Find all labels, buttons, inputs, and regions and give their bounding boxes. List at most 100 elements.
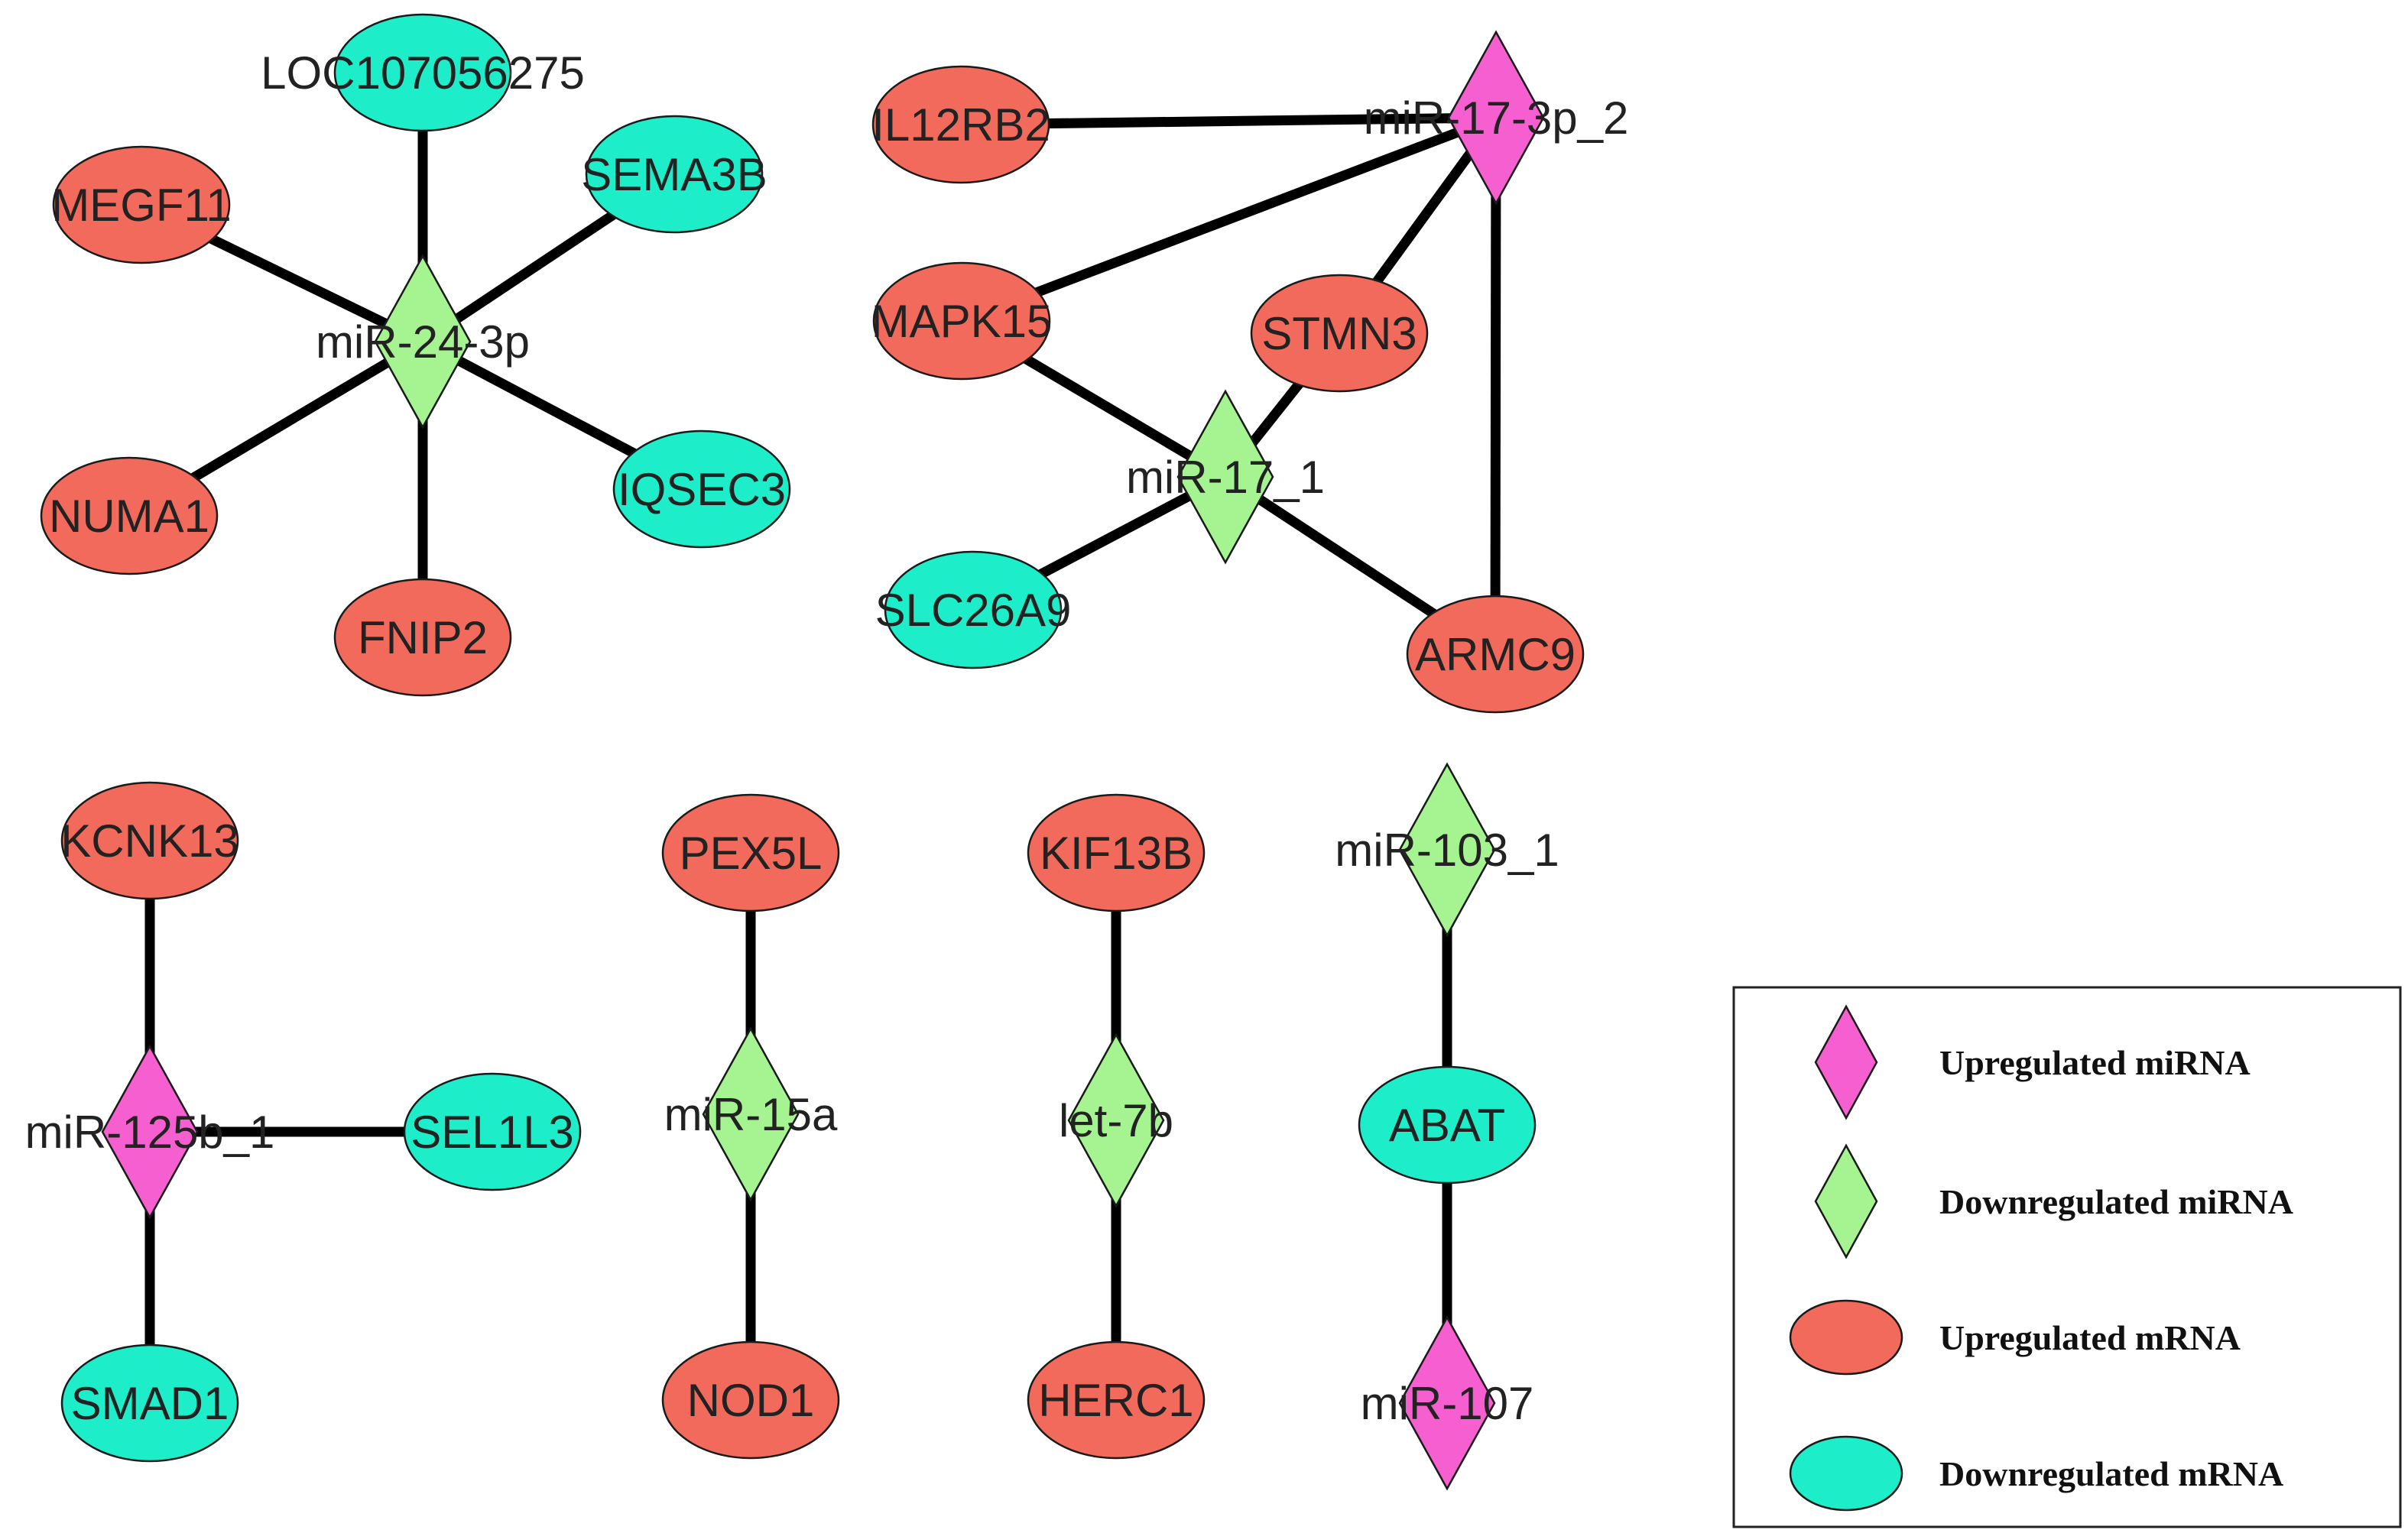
node-label: SEL1L3 [411,1107,574,1158]
legend-item-upregulated-mrna: Upregulated mRNA [1789,1299,2241,1376]
edge-mir-17-3p-2-il12rb2 [960,112,1497,130]
downregulated-mirna-diamond [1398,762,1496,938]
node-sema3b[interactable]: SEMA3B [581,115,768,234]
node-label: miR-107 [1361,1378,1534,1429]
upregulated-mrna-ellipse [40,456,219,575]
node-label: IL12RB2 [871,99,1050,151]
node-pex5l[interactable]: PEX5L [661,793,840,912]
node-label: MAPK15 [871,296,1053,347]
upregulated-mrna-ellipse [1250,274,1429,393]
node-label: let-7b [1059,1095,1173,1146]
upregulated-mirna-diamond [101,1044,199,1220]
upregulated-mrna-ellipse [52,145,231,264]
node-label: ABAT [1389,1100,1505,1151]
node-mir-24-3p[interactable]: miR-24-3p [316,254,530,429]
downregulated-mrna-ellipse [333,13,512,132]
node-label: KIF13B [1040,828,1193,879]
downregulated-mirna-diamond [1176,389,1274,565]
node-label: SEMA3B [581,149,767,200]
legend-label: Downregulated mRNA [1939,1454,2283,1493]
edge-mir-17-3p-2-armc9 [1490,117,1501,655]
node-label: FNIP2 [358,612,488,663]
legend-item-downregulated-mrna: Downregulated mRNA [1789,1435,2283,1512]
node-mir-15a[interactable]: miR-15a [664,1026,838,1202]
node-sel1l3[interactable]: SEL1L3 [403,1072,582,1191]
node-label: LOC107056275 [261,47,585,99]
node-fnip2[interactable]: FNIP2 [333,578,512,697]
edges-layer [126,73,1501,1403]
upregulated-mrna-ellipse [1406,595,1585,714]
node-herc1[interactable]: HERC1 [1027,1340,1206,1460]
node-abat[interactable]: ABAT [1358,1065,1537,1185]
legend-item-upregulated-mirna: Upregulated miRNA [1814,1004,2251,1120]
node-nod1[interactable]: NOD1 [661,1340,840,1460]
node-label: NUMA1 [49,491,209,542]
node-mapk15[interactable]: MAPK15 [871,261,1053,381]
legend-label: Upregulated miRNA [1939,1043,2251,1082]
upregulated-mrna-ellipse [1027,1340,1206,1460]
node-mir-103-1[interactable]: miR-103_1 [1335,762,1559,938]
legend-label: Downregulated miRNA [1939,1182,2293,1221]
node-mir-17-1[interactable]: miR-17_1 [1126,389,1325,565]
node-label: ARMC9 [1415,629,1576,680]
node-smad1[interactable]: SMAD1 [60,1343,239,1463]
node-label: miR-17_1 [1126,452,1325,503]
downregulated-mrna-ellipse [403,1072,582,1191]
legend-diamond [1814,1004,1878,1120]
node-label: IQSEC3 [618,464,786,515]
upregulated-mrna-ellipse [1027,793,1206,912]
node-label: NOD1 [687,1375,815,1426]
node-label: STMN3 [1261,308,1417,359]
node-label: PEX5L [680,828,823,879]
node-kcnk13[interactable]: KCNK13 [60,781,239,900]
legend-label: Upregulated mRNA [1939,1318,2241,1357]
node-label: miR-17-3p_2 [1364,92,1629,144]
downregulated-mrna-ellipse [585,115,764,234]
node-numa1[interactable]: NUMA1 [40,456,219,575]
legend-diamond [1814,1143,1878,1259]
legend-ellipse [1789,1299,1903,1376]
node-label: miR-24-3p [316,316,530,368]
node-slc26a9[interactable]: SLC26A9 [875,550,1072,669]
node-mir-125b-1[interactable]: miR-125b_1 [25,1044,275,1220]
downregulated-mrna-ellipse [612,429,791,549]
upregulated-mrna-ellipse [60,781,239,900]
edge-mir-17-3p-2-mapk15 [959,112,1498,326]
node-armc9[interactable]: ARMC9 [1406,595,1585,714]
node-label: KCNK13 [60,815,239,867]
downregulated-mirna-diamond [1067,1032,1165,1208]
downregulated-mirna-diamond [374,254,472,429]
legend: Upregulated miRNA Downregulated miRNA Upre… [1732,986,2402,1528]
legend-items: Upregulated miRNA Downregulated miRNA Upre… [1789,1004,2293,1512]
downregulated-mrna-ellipse [1358,1065,1537,1185]
upregulated-mirna-diamond [1447,30,1545,206]
node-stmn3[interactable]: STMN3 [1250,274,1429,393]
downregulated-mirna-diamond [702,1026,800,1202]
node-loc107056275[interactable]: LOC107056275 [261,13,585,132]
node-let-7b[interactable]: let-7b [1059,1032,1173,1208]
downregulated-mrna-ellipse [884,550,1063,669]
upregulated-mirna-diamond [1398,1315,1496,1491]
upregulated-mrna-ellipse [871,65,1050,184]
upregulated-mrna-ellipse [872,261,1051,381]
downregulated-mrna-ellipse [60,1343,239,1463]
upregulated-mrna-ellipse [661,793,840,912]
upregulated-mrna-ellipse [333,578,512,697]
node-kif13b[interactable]: KIF13B [1027,793,1206,912]
node-label: miR-103_1 [1335,825,1559,876]
node-label: miR-125b_1 [25,1107,275,1158]
node-label: MEGF11 [51,180,232,231]
node-iqsec3[interactable]: IQSEC3 [612,429,791,549]
upregulated-mrna-ellipse [661,1340,840,1460]
node-label: miR-15a [664,1089,838,1140]
node-label: SMAD1 [71,1378,229,1429]
node-mir-17-3p-2[interactable]: miR-17-3p_2 [1364,30,1629,206]
node-mir-107[interactable]: miR-107 [1361,1315,1534,1491]
node-megf11[interactable]: MEGF11 [51,145,232,264]
node-il12rb2[interactable]: IL12RB2 [871,65,1050,184]
legend-ellipse [1789,1435,1903,1512]
node-label: SLC26A9 [875,585,1072,636]
